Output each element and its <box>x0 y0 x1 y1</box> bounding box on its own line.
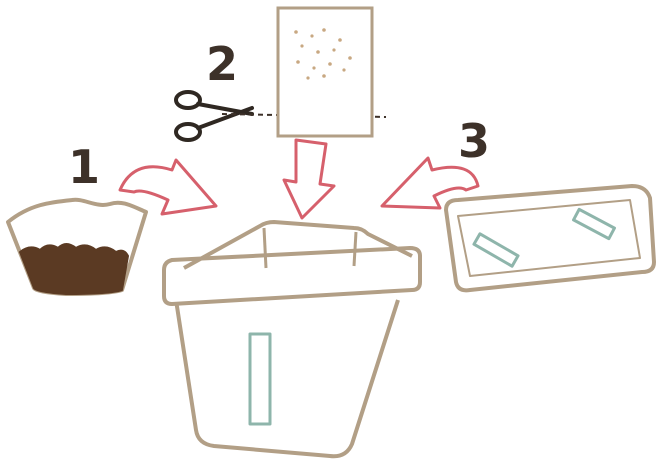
lid-icon <box>444 184 656 293</box>
scissors-icon <box>174 90 254 142</box>
step-3-number: 3 <box>458 114 490 168</box>
coffee-filter-icon <box>6 197 148 296</box>
arrow-icon <box>118 138 480 220</box>
seed-paper-icon <box>276 6 374 138</box>
soil <box>19 243 129 295</box>
step-2-number: 2 <box>206 37 238 91</box>
container-icon <box>162 220 422 459</box>
step-1-number: 1 <box>68 140 100 194</box>
tape-strip <box>248 332 272 426</box>
tape-strip <box>572 207 616 241</box>
tape-strip <box>472 232 520 268</box>
